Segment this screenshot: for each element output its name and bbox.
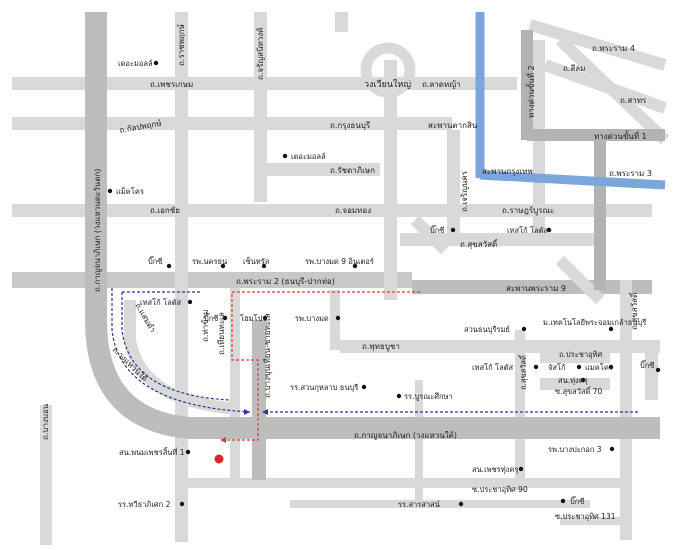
bang-bon-road — [40, 405, 52, 545]
label-ratchadaphisek: ถ.รัชดาภิเษก — [330, 166, 375, 175]
poi-central: เซ็นทรัล — [243, 256, 269, 266]
label-pracha-uthit-131: ซ.ประชาอุทิศ 131 — [555, 512, 616, 521]
label-silom: ถ.สีลม — [563, 64, 585, 73]
label-suk-sawat-3: ถ.สุขสวัสดิ์ — [518, 354, 528, 390]
poi-king-u: สน.ทุ่งครุ — [558, 376, 588, 385]
label-phetkasem: ถ.เพชรเกษม — [150, 80, 193, 89]
label-rama4: ถ.พระราม 4 — [592, 44, 635, 53]
poi-bangmod-hospital: รพ.บางมด — [295, 314, 329, 323]
road-labels: ถ.พระราม 4 ถ.สีลม ถ.สาทร ทางด่วนขั้นที่ … — [41, 24, 652, 521]
label-kanchanaphisek-west: ถ.กาญจนาภิเษก (วงแหวนตะวันตก) — [93, 169, 102, 292]
poi-big-c-3: บิ๊กซี — [204, 313, 219, 323]
label-sathorn: ถ.สาทร — [620, 96, 647, 105]
label-rama3: ถ.พระราม 3 — [609, 169, 652, 178]
label-thian-thale: ถ.เทียนทะเล — [217, 312, 226, 355]
label-phuttha-bucha: ถ.พุทธบูชา — [362, 342, 400, 352]
poi-suan-kularb: รร.สวนกุหลาบ ธนบุรี — [290, 383, 358, 392]
label-wongwian-yai: วงเวียนใหญ่ — [364, 79, 411, 90]
expressway — [521, 30, 665, 290]
poi-jusco: จัสโก้ — [548, 363, 566, 372]
label-rat-burana: ถ.ราษฎร์บูรณะ — [502, 205, 554, 216]
label-kanchanaphisek-south: ถ.กาญจนาภิเษก (วงแหวนใต้) — [354, 431, 457, 440]
ring-loop — [124, 300, 231, 414]
label-ekkachai: ถ.เอกชัย — [150, 206, 180, 215]
label-tha-kham: ถ.ท่าข้าม — [201, 310, 210, 342]
poi-big-c-4: บิ๊กซี — [640, 360, 655, 370]
poi-tech-college: ม.เทคโนโลยีพระจอมเกล้าธนบุรี — [543, 318, 646, 327]
label-ratchaphruek: ถ.ราชพฤกษ์ — [176, 24, 186, 66]
poi-thung-khru: สน.เพชรทุ่งครุ — [472, 465, 518, 474]
destination-marker[interactable] — [214, 454, 224, 464]
label-expressway1: ทางด่วนขั้นที่ 1 — [594, 130, 647, 141]
poi-school-2: รร.ทวีธาภิเศก 2 — [118, 500, 171, 509]
route-arrows — [220, 409, 268, 443]
poi-suan-thon: สวนธนบุรีรมย์ — [464, 325, 510, 334]
poi-home-pro: โฮมโปร — [240, 314, 266, 323]
label-charoen-nakhon: ถ.เจริญนคร — [460, 170, 469, 212]
poi-the-mall-1: เดอะมอลล์ — [118, 59, 153, 68]
diagonal-roads — [410, 19, 670, 305]
label-bang-bon: ถ.บางบอน — [41, 403, 50, 440]
label-phutthabucha-alt: ถ.บางขุนเทียน-ชายทะเล — [263, 313, 272, 398]
poi-tesco-1: เทสโก้ โลตัส — [507, 226, 549, 235]
poi-police: สน.พนมเพชรสิ้นที่ 1 — [119, 447, 185, 457]
poi-big-c-5: บิ๊กซี — [570, 496, 585, 506]
poi-labels: เดอะมอลล์ เดอะมอลล์ แม็คโคร บิ๊กซี รพ.นค… — [116, 59, 654, 509]
poi-bang-pakok3: รพ.บางปะกอก 3 — [548, 445, 602, 454]
poi-dots — [107, 60, 661, 507]
route-red — [225, 291, 420, 441]
poi-bangmod9: รพ.บางมด 9 อินเตอร์ — [305, 257, 374, 266]
label-rama9-bridge: สะพานพระราม 9 — [506, 284, 566, 293]
label-chom-thong: ถ.จอมทอง — [335, 206, 371, 215]
kanchanaphisek-ring — [85, 12, 660, 439]
label-suk-sawat-70: ซ.สุขสวัสดิ์ 70 — [555, 386, 603, 396]
label-pracha-uthit-90: ซ.ประชาอุทิศ 90 — [472, 485, 528, 494]
label-charansanitwong: ถ.จรัญสนิทวงศ์ — [255, 28, 265, 80]
poi-nakorn-hospital: รพ.นครธน — [192, 257, 227, 266]
label-pracha-uthit: ถ.ประชาอุทิศ — [559, 350, 602, 359]
label-krungthep-bridge: สะพานกรุงเทพ — [482, 167, 533, 176]
poi-the-mall-2: เดอะมอลล์ — [291, 152, 326, 161]
label-suk-sawat-1: ถ.สุขสวัสดิ์ — [460, 238, 499, 249]
poi-makro-2: แมคโคร — [585, 363, 613, 372]
road-network — [12, 12, 660, 542]
label-lat-ya: ถ.ลาดหญ้า — [422, 80, 461, 89]
label-taksin-bridge: สะพานตากสิน — [428, 121, 478, 130]
roundabout — [360, 42, 416, 98]
poi-tesco-3: เทสโก้ โลตัส — [472, 363, 514, 372]
label-suk-sawat-2: ถ.สุขสวัสดิ์ — [628, 291, 639, 330]
poi-makro: แม็คโคร — [116, 186, 144, 196]
sky-train-line — [475, 12, 666, 190]
route-blue — [111, 288, 640, 413]
label-expressway2: ทางด่วนขั้นที่ 2 — [525, 65, 536, 118]
label-rama2: ถ.พระราม 2 (ธนบุรี-ปากท่อ) — [236, 277, 335, 286]
poi-big-c-2: บิ๊กซี — [430, 225, 445, 235]
label-krung-thon-buri: ถ.กรุงธนบุรี — [330, 121, 371, 130]
poi-burana: รร.บูรณะศึกษา — [404, 392, 453, 401]
poi-tesco-2: เทสโก้ โลตัส — [140, 298, 182, 307]
poi-big-c-1: บิ๊กซี — [148, 256, 163, 266]
poi-sarasas: รร.สารสาสน์ — [398, 500, 440, 509]
